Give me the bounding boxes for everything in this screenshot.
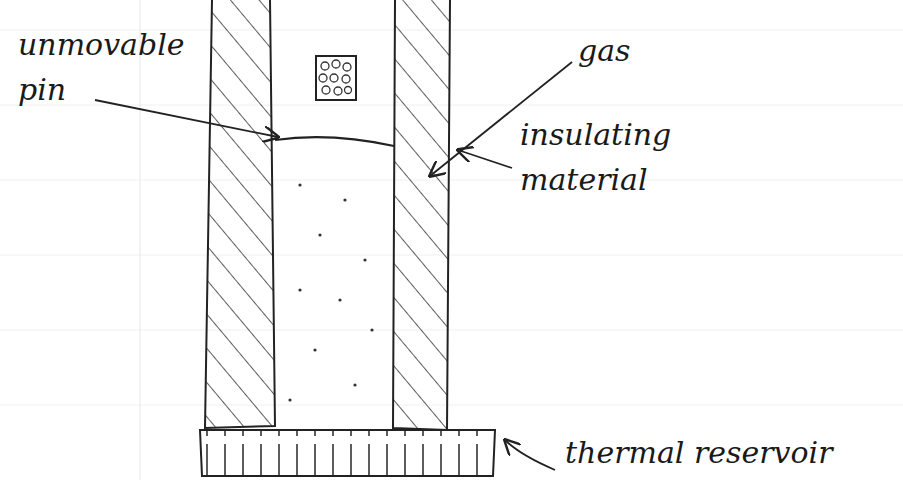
thermal-reservoir bbox=[200, 430, 495, 476]
callout-label: thermal reservoir bbox=[565, 430, 885, 475]
weight-block bbox=[316, 56, 356, 100]
insulating-wall bbox=[393, 0, 450, 430]
piston bbox=[275, 137, 394, 146]
insulating-wall bbox=[205, 0, 275, 428]
leader-lines bbox=[95, 62, 572, 470]
gas-dots bbox=[288, 183, 373, 401]
callout-label: insulating material bbox=[520, 112, 720, 202]
callout-label: unmovable pin bbox=[18, 22, 208, 112]
callout-label: gas bbox=[578, 28, 698, 73]
